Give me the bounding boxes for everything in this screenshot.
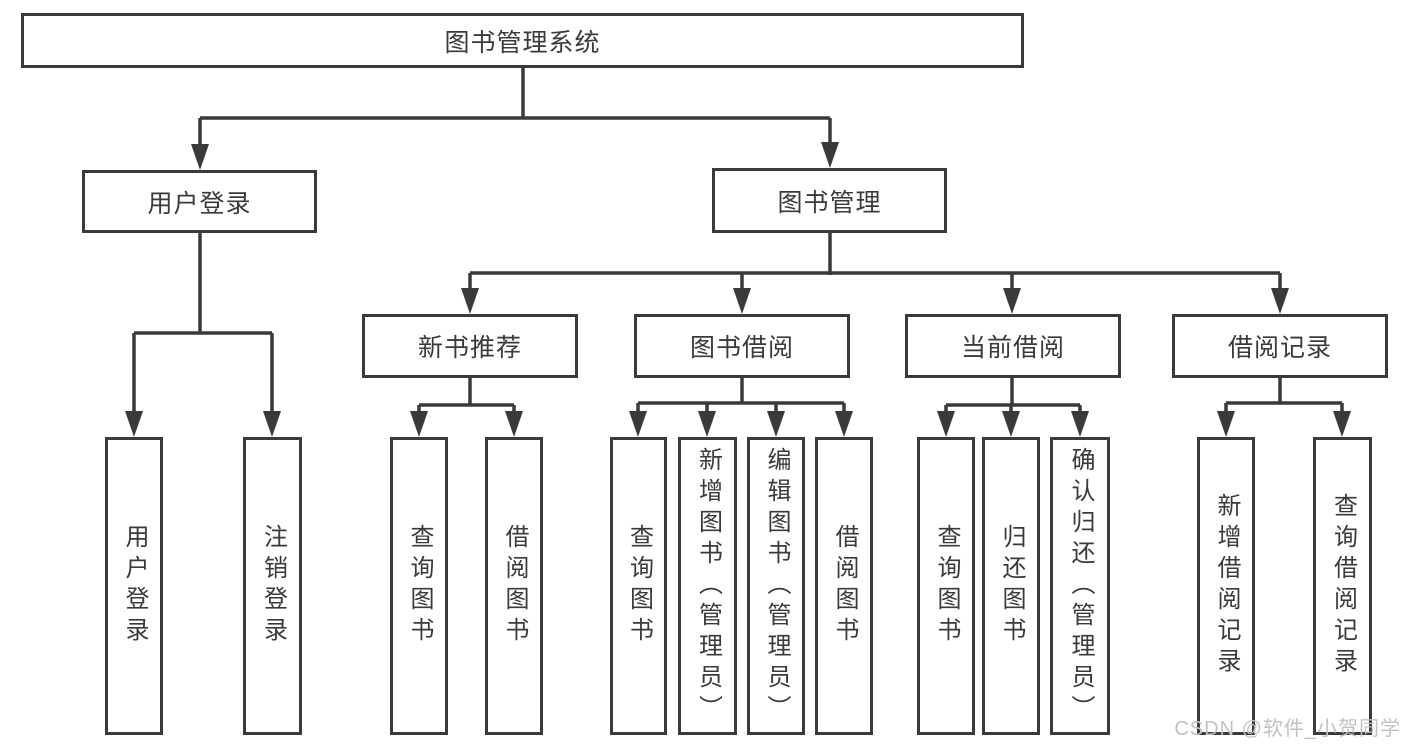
leaf-add-borrow-record-label: 新增借阅记录 — [1213, 493, 1240, 679]
node-current-borrow-label: 当前借阅 — [960, 334, 1065, 362]
node-root-label: 图书管理系统 — [444, 28, 601, 57]
leaf-edit-book-admin: 编辑图书（管理员） — [747, 437, 805, 735]
leaf-return-book-label: 归还图书 — [998, 524, 1025, 648]
node-user-login-label: 用户登录 — [147, 189, 252, 218]
leaf-return-book: 归还图书 — [982, 437, 1040, 735]
leaf-add-book-admin: 新增图书（管理员） — [678, 437, 737, 735]
leaf-borrow-books-2: 借阅图书 — [815, 437, 873, 735]
leaf-borrow-books-2-label: 借阅图书 — [831, 524, 858, 648]
leaf-query-books-current: 查询图书 — [917, 437, 975, 735]
leaf-borrow-books-recommend-label: 借阅图书 — [501, 524, 528, 648]
leaf-edit-book-admin-label: 编辑图书（管理员） — [763, 446, 790, 726]
arrowheads — [125, 142, 1351, 437]
leaf-confirm-return-admin-label: 确认归还（管理员） — [1067, 446, 1094, 726]
leaf-logout-label: 注销登录 — [259, 524, 287, 648]
leaf-logout: 注销登录 — [243, 437, 302, 735]
leaf-user-login: 用户登录 — [105, 437, 163, 735]
node-current-borrow: 当前借阅 — [905, 314, 1121, 378]
node-book-management-label: 图书管理 — [777, 188, 882, 217]
leaf-query-books-borrow-label: 查询图书 — [625, 524, 653, 648]
node-borrow-records-label: 借阅记录 — [1227, 334, 1332, 362]
node-new-book-recommend: 新书推荐 — [362, 314, 578, 378]
leaf-query-books-recommend: 查询图书 — [390, 437, 448, 735]
leaf-add-book-admin-label: 新增图书（管理员） — [694, 446, 722, 726]
node-book-borrow-label: 图书借阅 — [689, 334, 794, 362]
node-user-login: 用户登录 — [82, 170, 317, 233]
node-book-management: 图书管理 — [712, 168, 947, 233]
csdn-watermark: CSDN @软件_小贺同学 — [1174, 718, 1401, 740]
leaf-query-books-current-label: 查询图书 — [933, 524, 960, 648]
leaf-query-borrow-record-label: 查询借阅记录 — [1329, 493, 1357, 679]
node-book-borrow: 图书借阅 — [634, 314, 850, 378]
leaf-query-books-borrow: 查询图书 — [610, 437, 667, 735]
leaf-confirm-return-admin: 确认归还（管理员） — [1050, 437, 1110, 735]
leaf-borrow-books-recommend: 借阅图书 — [485, 437, 543, 735]
leaf-user-login-label: 用户登录 — [121, 524, 148, 648]
leaf-query-books-recommend-label: 查询图书 — [406, 524, 433, 648]
node-borrow-records: 借阅记录 — [1172, 314, 1388, 378]
leaf-add-borrow-record: 新增借阅记录 — [1197, 437, 1255, 735]
node-root: 图书管理系统 — [21, 13, 1024, 68]
node-new-book-recommend-label: 新书推荐 — [417, 334, 522, 362]
leaf-query-borrow-record: 查询借阅记录 — [1313, 437, 1372, 735]
